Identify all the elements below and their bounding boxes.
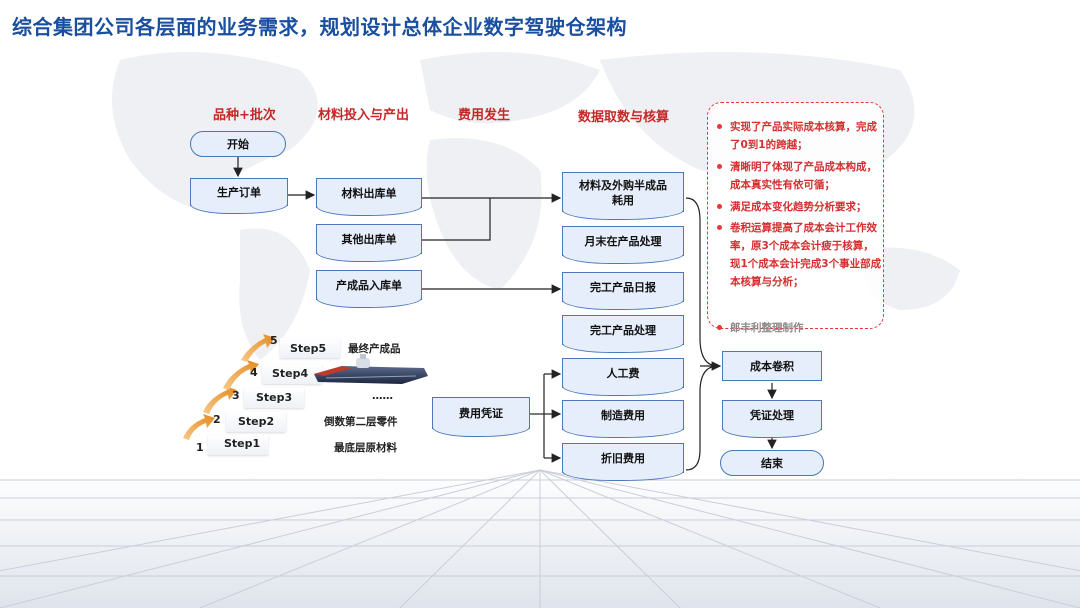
material-issue-node[interactable]: 材料出库单: [316, 178, 422, 216]
step-label: Step4: [272, 367, 309, 380]
start-node[interactable]: 开始: [190, 131, 286, 157]
bullet-icon: [717, 124, 722, 129]
step-label: Step3: [256, 391, 293, 404]
labor-cost-node[interactable]: 人工费: [562, 358, 684, 396]
arrow-icon: [241, 334, 275, 362]
author-credit: 郎丰利整理制作: [730, 322, 804, 334]
final-product-image: [314, 354, 428, 384]
step-number: 1: [196, 441, 204, 454]
column-header-materials: 材料投入与产出: [318, 108, 410, 123]
level-description: 最终产成品: [348, 343, 401, 355]
expense-voucher-node[interactable]: 费用凭证: [432, 397, 530, 437]
level-description: 最底层原材料: [334, 442, 397, 454]
note-item: 满足成本变化趋势分析要求；: [717, 198, 882, 216]
arrow-icon: [183, 414, 215, 440]
level-description: 倒数第二层零件: [324, 416, 398, 428]
column-header-expenses: 费用发生: [458, 108, 511, 123]
arrow-icon: [223, 360, 259, 390]
bullet-icon: [717, 204, 722, 209]
bullet-icon: [717, 225, 722, 230]
depreciation-node[interactable]: 折旧费用: [562, 443, 684, 481]
floor-grid: [0, 469, 1080, 608]
end-node[interactable]: 结束: [720, 450, 824, 476]
column-header-varieties: 品种+批次: [213, 108, 276, 123]
voucher-processing-node[interactable]: 凭证处理: [722, 400, 822, 438]
finished-daily-node[interactable]: 完工产品日报: [562, 272, 684, 310]
note-item: 卷积运算提高了成本会计工作效率，原3个成本会计疲于核算，现1个成本会计完成3个事…: [717, 219, 882, 291]
arrow-icon: [203, 386, 237, 414]
step-number: 5: [270, 334, 278, 347]
step-plate: [244, 388, 304, 408]
note-text: 清晰明了体现了产品成本构成，成本真实性有依可循；: [730, 161, 877, 191]
benefits-callout: [707, 102, 884, 329]
step-plate: [226, 412, 286, 432]
column-header-accounting: 数据取数与核算: [578, 110, 670, 125]
level-description: ……: [372, 390, 393, 402]
step-label: Step1: [224, 437, 261, 450]
step-number: 4: [250, 366, 258, 379]
note-item: 清晰明了体现了产品成本构成，成本真实性有依可循；: [717, 158, 882, 194]
production-order-node[interactable]: 生产订单: [190, 178, 288, 214]
bullet-icon: [717, 164, 722, 169]
bullet-icon: [717, 325, 722, 330]
note-item: 实现了产品实际成本核算，完成了0到1的跨越；: [717, 118, 882, 154]
page-title: 综合集团公司各层面的业务需求，规划设计总体企业数字驾驶仓架构: [12, 15, 627, 39]
note-item: 郎丰利整理制作: [717, 319, 882, 337]
staircase-arrows-illustration: [183, 334, 275, 440]
other-issue-node[interactable]: 其他出库单: [316, 224, 422, 262]
material-consumption-node[interactable]: 材料及外购半成品耗用: [562, 172, 684, 220]
note-text: 实现了产品实际成本核算，完成了0到1的跨越；: [730, 121, 877, 151]
note-text: 满足成本变化趋势分析要求；: [730, 201, 867, 213]
step-number: 3: [232, 389, 240, 402]
wip-processing-node[interactable]: 月末在产品处理: [562, 226, 684, 264]
manufacturing-cost-node[interactable]: 制造费用: [562, 400, 684, 438]
step-plate: [208, 435, 268, 455]
note-text: 卷积运算提高了成本会计工作效率，原3个成本会计疲于核算，现1个成本会计完成3个事…: [730, 222, 882, 288]
step-number: 2: [213, 413, 221, 426]
product-receipt-node[interactable]: 产成品入库单: [316, 270, 422, 308]
step-plate: [262, 364, 322, 384]
step-plate: [280, 338, 340, 358]
step-label: Step2: [238, 415, 275, 428]
step-label: Step5: [290, 342, 327, 355]
cost-rollup-node[interactable]: 成本卷积: [722, 351, 822, 381]
finished-processing-node[interactable]: 完工产品处理: [562, 315, 684, 353]
